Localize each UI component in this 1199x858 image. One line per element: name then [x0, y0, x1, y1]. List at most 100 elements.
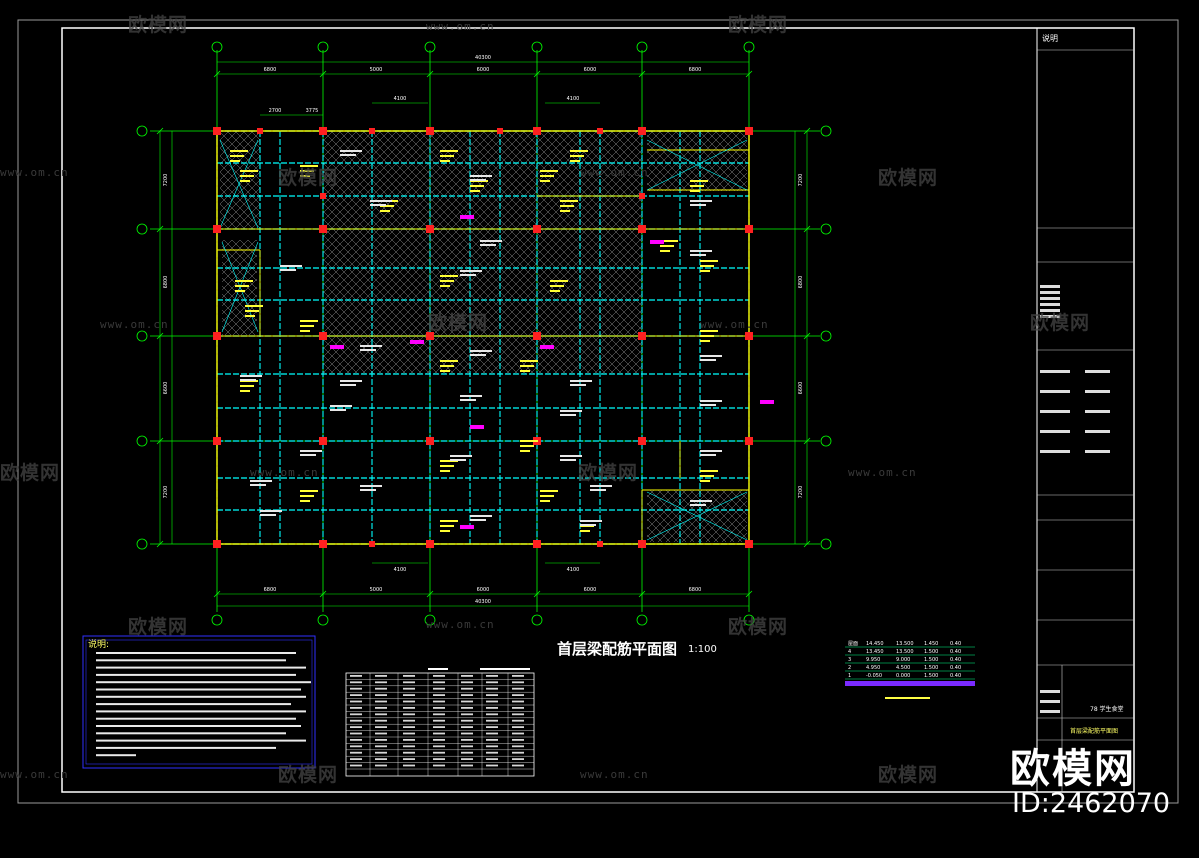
axis-bubble: [636, 41, 648, 53]
watermark-site: www.om.cn: [100, 318, 169, 331]
table-cell-text: [350, 726, 362, 728]
note-line: [96, 673, 296, 676]
table-cell-text: [433, 681, 445, 684]
beam-callout-stub: [560, 210, 570, 212]
beam-callout-stub: [230, 150, 248, 152]
table-cell-text: [512, 700, 524, 703]
beam-callout-stub: [560, 414, 576, 416]
beam-callout-stub: [360, 485, 382, 487]
table-cell-text: [512, 726, 524, 728]
stair-cell: 1.500: [924, 665, 938, 671]
title-block: [1036, 27, 1135, 793]
beam-callout-stub: [370, 200, 392, 202]
watermark-brand: 欧模网: [728, 616, 789, 638]
column: [426, 437, 434, 445]
beam-callout-stub: [360, 349, 376, 351]
beam-callout-stub: [590, 489, 606, 491]
table-cell-text: [375, 681, 387, 684]
table-cell-text: [461, 707, 473, 709]
beam-callout-stub: [240, 379, 256, 381]
stair-cell: 0.40: [950, 673, 961, 679]
magenta-tag: [460, 215, 474, 219]
table-cell-text: [350, 732, 362, 735]
note-line: [96, 695, 306, 698]
beam-callout-stub: [690, 250, 712, 252]
stair-cell: 13.450: [866, 649, 884, 655]
drawing-scale: 1:100: [688, 644, 717, 655]
beam-callout-stub: [440, 285, 450, 287]
table-cell-text: [512, 758, 524, 760]
stair-cell: 14.450: [866, 641, 884, 647]
hatched-slab: [323, 131, 430, 229]
axis-bubble: [531, 614, 543, 626]
beam-callout-stub: [570, 380, 592, 382]
axis-bubble: [820, 435, 832, 447]
beam-callout-stub: [340, 380, 362, 382]
beam-callout-stub: [450, 459, 466, 461]
table-cell-text: [486, 707, 498, 709]
dim-tick: [803, 225, 811, 233]
beam-callout-stub: [550, 285, 564, 287]
axis-bubble: [820, 223, 832, 235]
stair-cell: 4: [848, 649, 851, 655]
dim-tick: [745, 70, 753, 78]
column: [319, 127, 327, 135]
table-cell-text: [350, 681, 362, 684]
beam-callout-stub: [690, 504, 706, 506]
column: [533, 127, 541, 135]
table-cell-text: [433, 758, 445, 760]
stair-cell: 4.500: [896, 665, 910, 671]
column: [369, 128, 375, 134]
table-cell-text: [512, 687, 524, 690]
dim-label: 4100: [394, 567, 407, 573]
table-cell-text: [403, 745, 415, 748]
beam-callout-stub: [700, 359, 716, 361]
watermark-brand: 欧模网: [578, 462, 639, 484]
column: [745, 540, 753, 548]
table-cell-text: [461, 713, 473, 716]
column: [319, 225, 327, 233]
table-cell-text: [433, 719, 445, 722]
table-cell-text: [350, 707, 362, 709]
table-cell-text: [350, 745, 362, 748]
table-cell-text: [486, 751, 498, 754]
beam-callout-stub: [470, 185, 484, 187]
beam-callout-stub: [330, 405, 352, 407]
table-cell-text: [486, 694, 498, 696]
beam-callout-stub: [440, 275, 458, 277]
beam-callout-stub: [460, 270, 482, 272]
watermark-site: www.om.cn: [580, 768, 649, 781]
table-cell-text: [461, 764, 473, 767]
column: [426, 540, 434, 548]
note-line: [96, 717, 296, 720]
table-cell-text: [375, 687, 387, 690]
table-cell-text: [433, 675, 445, 677]
axis-bubble: [136, 223, 148, 235]
column: [319, 332, 327, 340]
watermark-brand: 欧模网: [428, 312, 489, 334]
note-line: [96, 666, 306, 669]
beam-callout-stub: [300, 320, 318, 322]
beam-callout-stub: [520, 440, 538, 442]
dim-tick: [745, 590, 753, 598]
table-cell-text: [433, 751, 445, 754]
beam-callout-stub: [440, 155, 454, 157]
beam-callout-stub: [245, 310, 259, 312]
beam-callout-stub: [240, 175, 254, 177]
titleblock-text-stub: [1085, 410, 1110, 413]
corner-watermark-id: ID:2462070: [1012, 788, 1171, 819]
stair-cell: 0.40: [950, 641, 961, 647]
titleblock-text-stub: [1040, 410, 1070, 413]
beam-callout-stub: [380, 205, 394, 207]
table-cell-text: [433, 700, 445, 703]
table-cell-text: [461, 732, 473, 735]
beam-callout-stub: [580, 524, 596, 526]
stair-cell: 3: [848, 657, 851, 663]
watermark-brand: 欧模网: [1030, 312, 1091, 334]
table-cell-text: [375, 758, 387, 760]
dim-label: 7200: [163, 174, 169, 187]
watermark-site: www.om.cn: [700, 318, 769, 331]
